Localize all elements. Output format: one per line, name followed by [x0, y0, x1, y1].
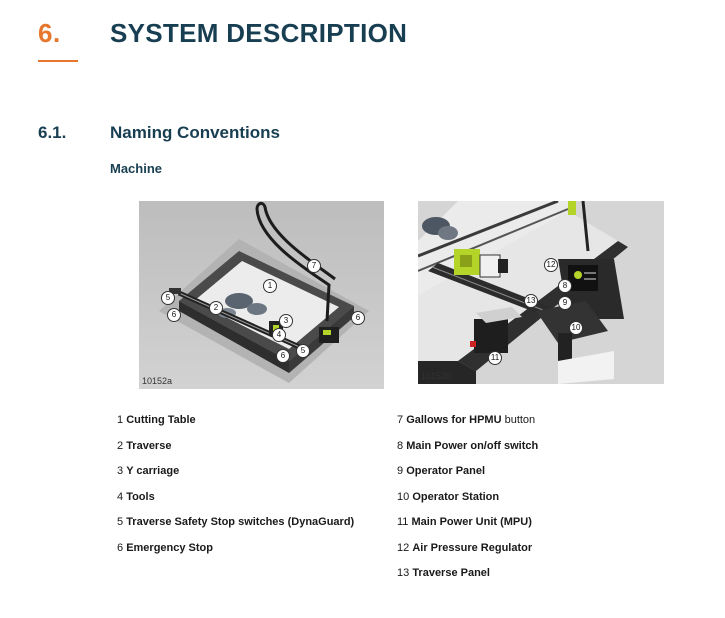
legend-item: 7 Gallows for HPMU button: [397, 414, 536, 426]
legend-item: 5 Traverse Safety Stop switches (DynaGua…: [117, 516, 355, 528]
legend-left: 1 Cutting Table 2 Traverse 3 Y carriage …: [117, 408, 354, 561]
callout-3: 3: [279, 314, 293, 328]
operator-station-figure: 12 8 13 9 10 11 10152d: [418, 201, 664, 384]
legend-item: 11 Main Power Unit (MPU): [397, 516, 532, 528]
callout-4: 4: [272, 328, 286, 342]
subsection-number: 6.1.: [38, 123, 67, 142]
callout-9: 9: [558, 296, 572, 310]
callout-11: 11: [488, 351, 502, 365]
callout-5b: 5: [296, 344, 310, 358]
legend-item: 2 Traverse: [117, 439, 172, 452]
subsection-title: Naming Conventions: [110, 123, 281, 142]
legend-item: 3 Y carriage: [117, 465, 180, 477]
legend-item: 12 Air Pressure Regulator: [397, 541, 533, 554]
callout-8: 8: [558, 279, 572, 293]
legend-item: 4 Tools: [117, 490, 155, 503]
machine-overview-figure: 1 7 5 6 2 3 4 6 5 6 10152a: [139, 201, 384, 389]
legend-item: 1 Cutting Table: [117, 414, 196, 426]
section-number: 6.: [38, 18, 61, 48]
section-number-underline: [38, 60, 78, 62]
callout-6b: 6: [351, 311, 365, 325]
callout-2: 2: [209, 301, 223, 315]
section-title: SYSTEM DESCRIPTION: [110, 18, 408, 48]
figure-code: 10152a: [142, 376, 173, 386]
callout-6c: 6: [276, 349, 290, 363]
legend-item: 9 Operator Panel: [397, 465, 486, 477]
legend-right: 7 Gallows for HPMU button 8 Main Power o…: [397, 408, 538, 587]
callout-12: 12: [544, 258, 558, 272]
operator-station-illustration: [418, 201, 664, 384]
callout-7: 7: [307, 259, 321, 273]
callout-10: 10: [569, 321, 583, 335]
subsubsection-title: Machine: [110, 161, 163, 176]
legend-item: 8 Main Power on/off switch: [397, 439, 539, 452]
legend-item: 6 Emergency Stop: [117, 541, 213, 554]
figure-code: 10152d: [421, 371, 452, 381]
legend-item: 13 Traverse Panel: [397, 567, 490, 579]
callout-6: 6: [167, 308, 181, 322]
legend-item: 10 Operator Station: [397, 490, 500, 503]
machine-overview-illustration: [159, 201, 369, 383]
callout-1: 1: [263, 279, 277, 293]
callout-5: 5: [161, 291, 175, 305]
callout-13: 13: [524, 294, 538, 308]
